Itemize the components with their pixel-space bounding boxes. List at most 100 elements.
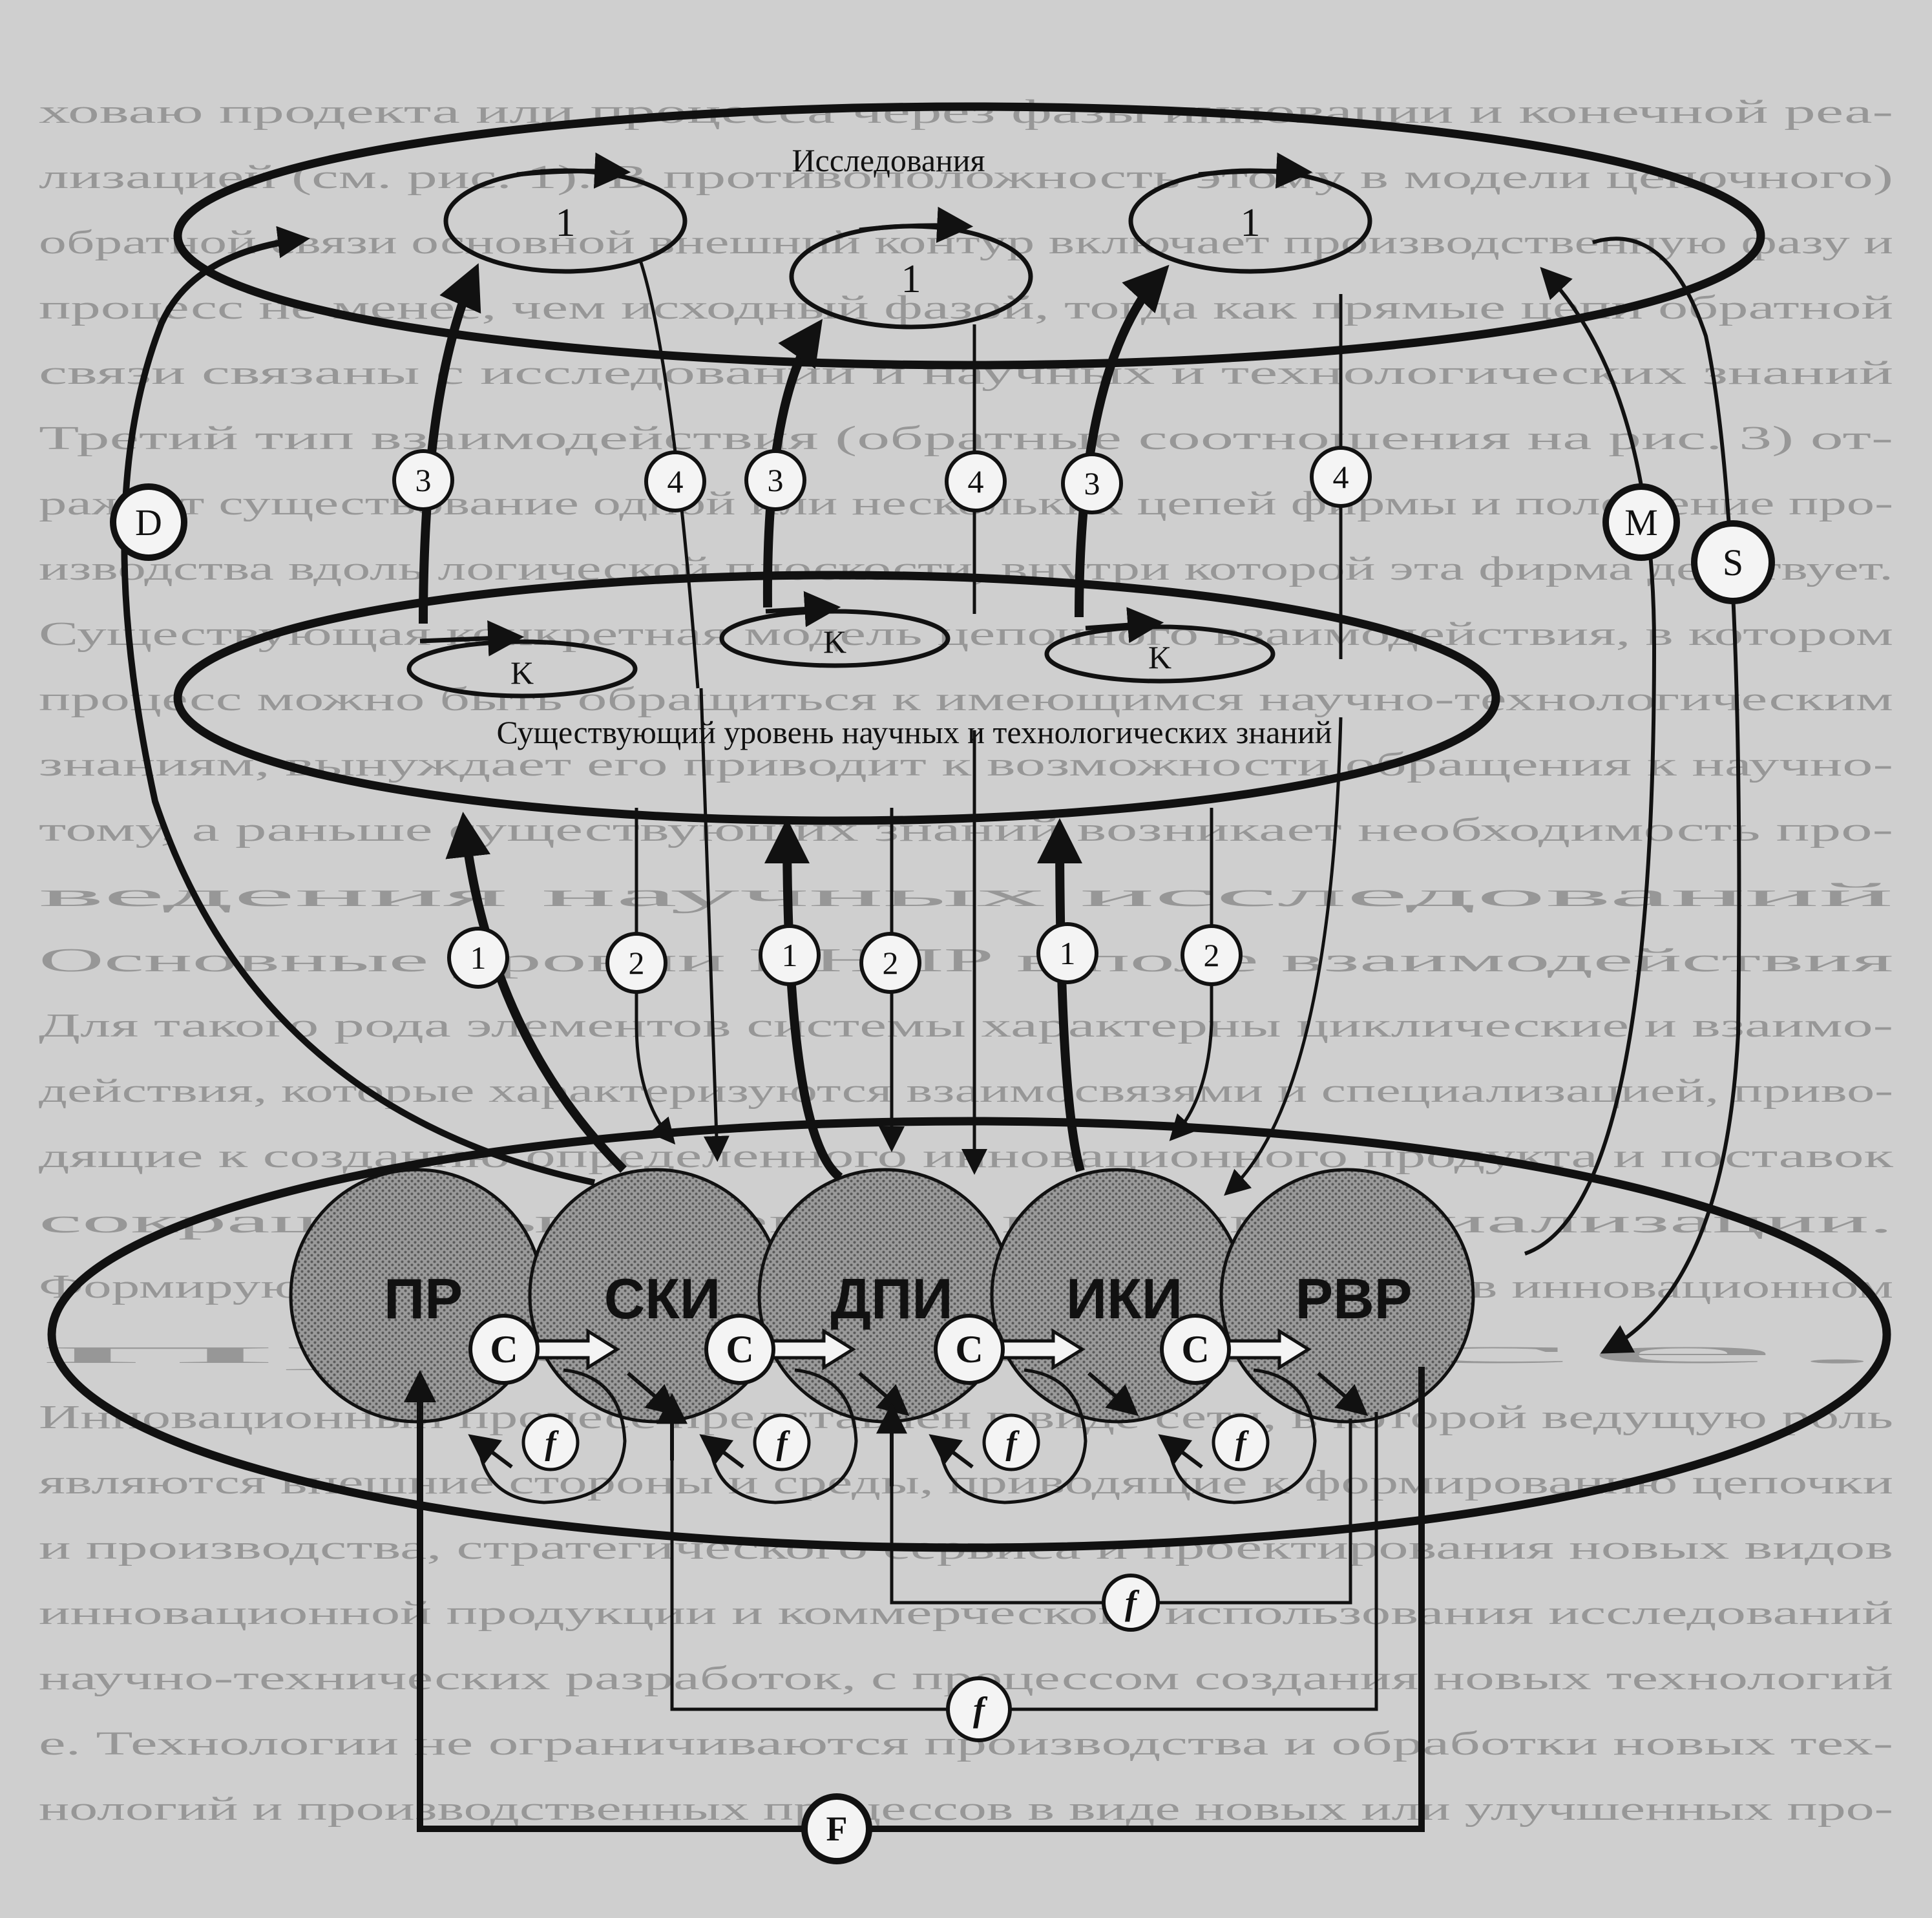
- feedback-badge-F: [801, 1793, 872, 1864]
- f-badge-1: [753, 1413, 811, 1471]
- knowledge-subellipse-2-label: K: [823, 624, 846, 660]
- f-badge-label-2: f: [1005, 1425, 1020, 1462]
- feedback-badge-label-f_low: f: [973, 1690, 988, 1729]
- c-arrow-3: [1223, 1328, 1312, 1371]
- f-badge-label-0: f: [545, 1425, 559, 1462]
- knowledge-ellipse: [173, 571, 1500, 825]
- f-loop-3: [1168, 1368, 1317, 1504]
- badge-label-two_a: 2: [629, 945, 645, 981]
- f-loop-2: [938, 1368, 1087, 1504]
- badge-three_b: [744, 449, 806, 511]
- badge-M: [1602, 483, 1680, 561]
- background-text-line: Третий тип взаимодействия (обратные соот…: [39, 420, 1893, 457]
- f-loop-arrow-3: [1158, 1434, 1203, 1469]
- arrow-1b: [764, 818, 843, 1181]
- badge-label-three_b: 3: [768, 462, 784, 498]
- badge-label-two_b: 2: [883, 945, 899, 981]
- arrow-3b: [762, 319, 823, 608]
- chain-node-label-3: ИКИ: [1066, 1267, 1182, 1331]
- f-loop-1: [709, 1368, 858, 1504]
- arrow-4a: [638, 258, 700, 689]
- c-badge-label-3: C: [1181, 1328, 1209, 1371]
- f-loop-arrow-2: [929, 1434, 974, 1469]
- research-subellipse-1-arrow: [516, 152, 631, 189]
- arrow-4a-down: [699, 688, 730, 1162]
- f-badge-label-1: f: [776, 1425, 790, 1462]
- research-subellipse-1-label: 1: [556, 201, 576, 245]
- knowledge-title: Существующий уровень научных и технологи…: [496, 714, 1332, 750]
- background-text-line: Основные уровни ИНПР в поле взаимодейств…: [39, 942, 1893, 979]
- f-badge-label-3: f: [1235, 1425, 1249, 1462]
- f-badge-3: [1212, 1413, 1270, 1471]
- c-badge-2: [934, 1314, 1005, 1385]
- knowledge-subellipse-3-label: K: [1148, 639, 1171, 675]
- background-text-line: дящие к созданию определенного инновацио…: [39, 1138, 1894, 1175]
- background-text-line: Существующая конкретная модель цепочного…: [39, 616, 1893, 653]
- f-loop-in-arrow-2: [1087, 1371, 1139, 1417]
- arrow-4c-down: [1224, 717, 1343, 1196]
- c-badge-label-1: C: [726, 1328, 753, 1371]
- feedback-badge-f_mid: [1102, 1574, 1160, 1632]
- arrow-1a: [445, 812, 627, 1173]
- chain-node-label-1: СКИ: [604, 1267, 721, 1331]
- background-text-line: изводства вдоль логической плоскости, вн…: [39, 551, 1893, 587]
- loop-S: [1592, 237, 1741, 1354]
- badge-label-one_b: 1: [782, 937, 798, 973]
- background-text-line: инновационной продукции и коммерческого …: [39, 1595, 1893, 1632]
- badge-label-four_a: 4: [667, 463, 684, 500]
- arrow-3a: [419, 263, 481, 624]
- f-loop-in-arrow-3: [1317, 1371, 1369, 1417]
- chain-node-label-4: РВР: [1296, 1267, 1412, 1331]
- c-badge-1: [704, 1314, 775, 1385]
- background-text-line: ховаю продекта или процесса через фазы и…: [39, 94, 1893, 131]
- background-text-line: Для такого рода элементов системы характ…: [39, 1007, 1893, 1044]
- arrow-2a: [635, 808, 676, 1145]
- badge-three_c: [1061, 452, 1123, 514]
- badge-two_b: [859, 932, 921, 994]
- knowledge-subellipse-3-arrow: [1085, 607, 1164, 644]
- badge-three_a: [392, 449, 454, 511]
- badge-four_b: [945, 450, 1007, 512]
- badge-four_a: [644, 450, 706, 512]
- f-loop-arrow-1: [699, 1434, 744, 1469]
- f-loop-arrow-0: [468, 1434, 513, 1469]
- background-text-line: ведения научных исследований: [39, 877, 1893, 914]
- badge-label-three_c: 3: [1084, 465, 1100, 501]
- knowledge-subellipse-2-arrow: [765, 591, 841, 627]
- badge-two_c: [1181, 924, 1243, 986]
- research-title: Исследования: [792, 142, 985, 178]
- feedback-badge-label-f_mid: f: [1125, 1583, 1140, 1622]
- badge-label-four_c: 4: [1333, 459, 1349, 495]
- badge-four_c: [1310, 446, 1372, 508]
- badge-label-three_a: 3: [415, 462, 432, 498]
- background-text-line: нологий и производственных процессов в в…: [39, 1791, 1893, 1828]
- knowledge-subellipse-1-arrow: [419, 620, 525, 657]
- arrow-1c: [1037, 818, 1085, 1172]
- badge-label-one_a: 1: [470, 940, 487, 976]
- badge-one_a: [447, 927, 509, 989]
- feedback-badge-label-F: F: [826, 1809, 848, 1848]
- badge-label-four_b: 4: [968, 463, 984, 500]
- loop-M: [1524, 267, 1657, 1256]
- loop-D: [121, 226, 596, 1186]
- chain-node-label-0: ПР: [384, 1267, 463, 1331]
- feedback-f-mid-loop: [890, 1418, 1352, 1605]
- research-ellipse: [173, 102, 1765, 370]
- feedback-f-low-loop: [670, 1412, 1378, 1711]
- badge-S: [1691, 520, 1775, 604]
- badge-two_a: [605, 932, 667, 994]
- badge-one_b: [759, 924, 821, 986]
- feedback-badge-f_low: [946, 1676, 1012, 1742]
- c-arrow-1: [767, 1328, 856, 1371]
- f-badge-2: [982, 1413, 1040, 1471]
- background-text-line: Инновационный процесс представлен в виде…: [39, 1399, 1893, 1436]
- research-subellipse-2-arrow: [859, 206, 974, 243]
- badge-label-S: S: [1723, 542, 1743, 584]
- feedback-F-loop: [417, 1367, 1425, 1832]
- c-arrow-0: [531, 1328, 620, 1371]
- arrow-3c: [1075, 264, 1170, 618]
